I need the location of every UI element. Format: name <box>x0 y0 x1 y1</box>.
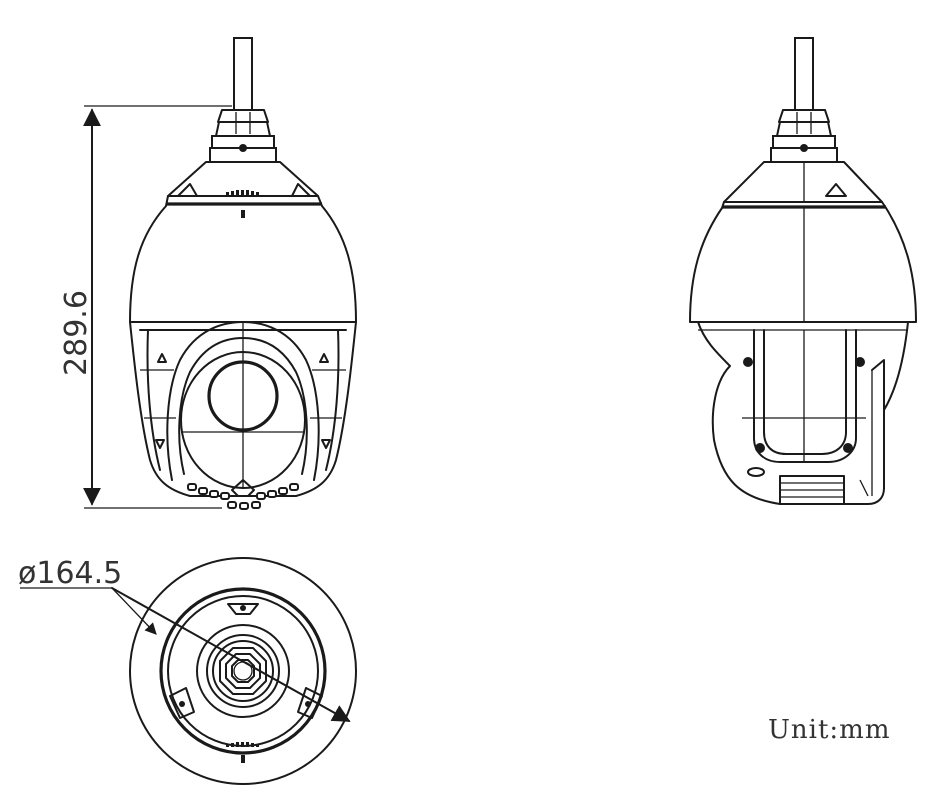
height-dimension-label: 289.6 <box>59 290 94 376</box>
diameter-dimension-label: ø164.5 <box>18 556 122 591</box>
bottom-speaker-dots <box>226 742 259 747</box>
height-dimension: 289.6 <box>59 105 232 509</box>
side-view <box>689 37 917 505</box>
unit-label: Unit:mm <box>768 715 891 745</box>
ir-led-strip <box>187 479 299 510</box>
bottom-view <box>129 557 357 785</box>
speaker-dots <box>226 190 259 195</box>
diameter-dimension: ø164.5 <box>18 556 351 722</box>
front-view <box>129 37 357 510</box>
